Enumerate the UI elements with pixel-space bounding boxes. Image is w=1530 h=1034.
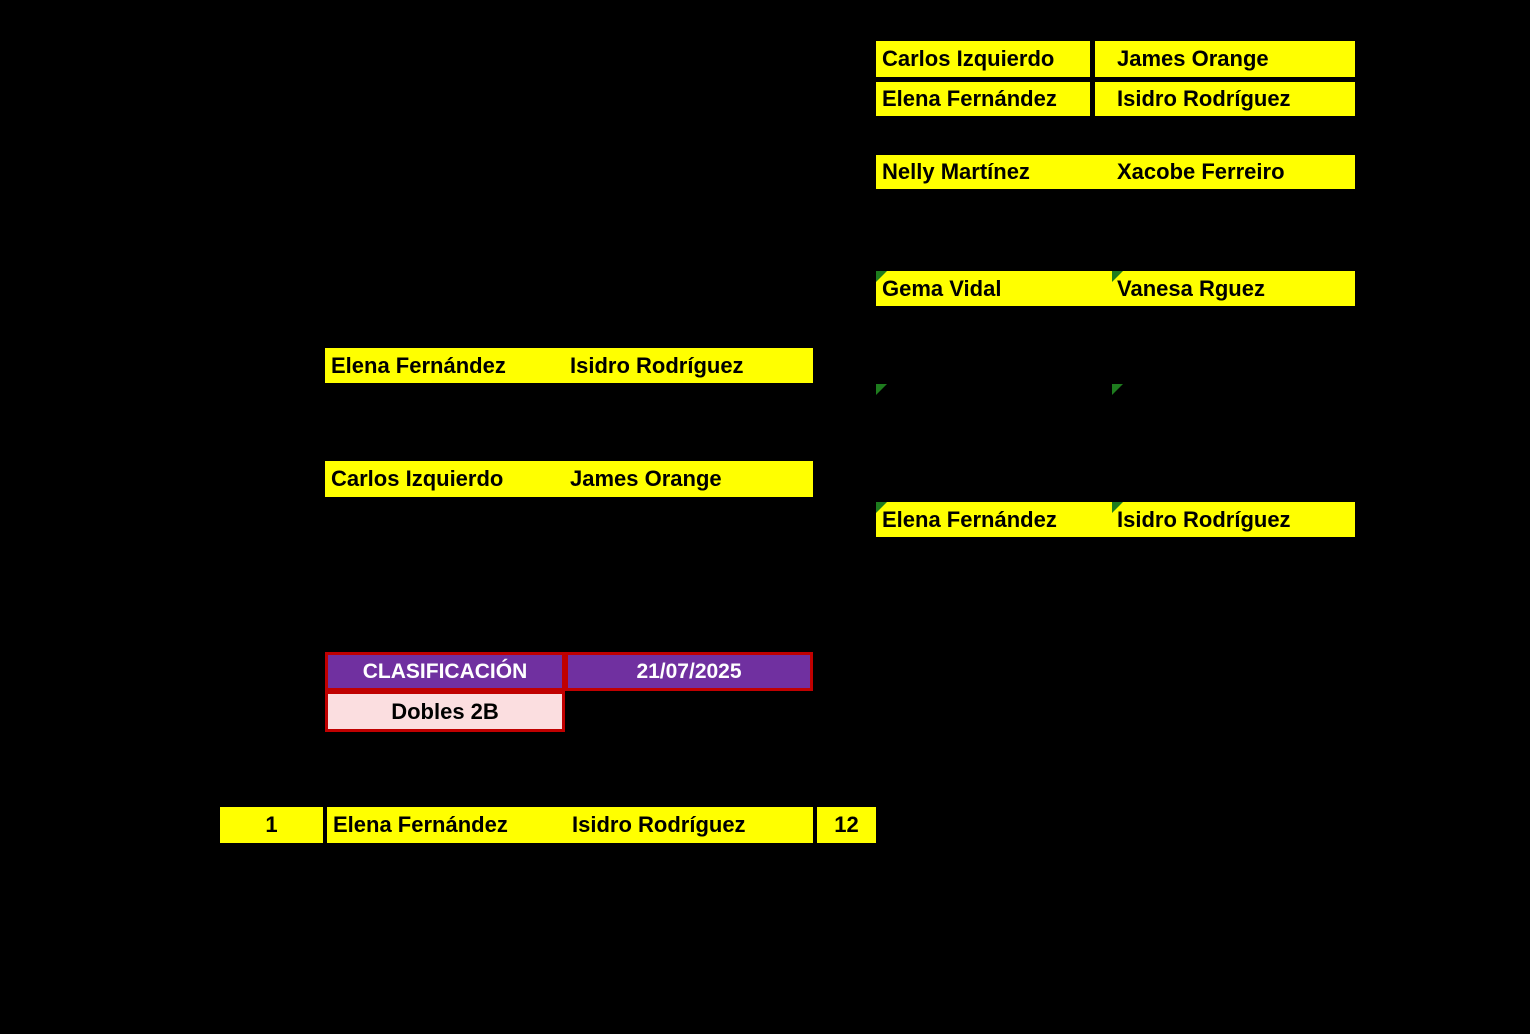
error-indicator-icon bbox=[1112, 502, 1123, 513]
classification-date: 21/07/2025 bbox=[636, 659, 742, 683]
final-pair-row-1-cell[interactable]: Carlos Izquierdo James Orange bbox=[876, 41, 1355, 77]
player-name: Elena Fernández bbox=[333, 812, 508, 837]
bracket-pair-cell[interactable]: Elena Fernández Isidro Rodríguez bbox=[876, 502, 1355, 537]
error-indicator-icon bbox=[876, 271, 887, 282]
player-name: Isidro Rodríguez bbox=[572, 812, 746, 837]
error-indicator-icon bbox=[1112, 384, 1123, 395]
player-name: Elena Fernández bbox=[882, 506, 1057, 532]
player-name: Isidro Rodríguez bbox=[1117, 506, 1291, 532]
standings-rank-cell[interactable]: 1 bbox=[220, 807, 323, 843]
standings-pair-cell[interactable]: Elena Fernández Isidro Rodríguez bbox=[327, 807, 813, 843]
final-pair-row-2-cell[interactable]: Elena Fernández Isidro Rodríguez bbox=[876, 82, 1355, 116]
player-name: Gema Vidal bbox=[882, 275, 1002, 301]
error-indicator-icon bbox=[876, 384, 887, 395]
player-name: Carlos Izquierdo bbox=[331, 466, 504, 491]
classification-title-cell[interactable]: CLASIFICACIÓN bbox=[325, 652, 565, 691]
player-name: Isidro Rodríguez bbox=[570, 352, 744, 378]
category-label: Dobles 2B bbox=[391, 698, 499, 724]
classification-title: CLASIFICACIÓN bbox=[362, 659, 528, 683]
player-name: Isidro Rodríguez bbox=[1117, 86, 1291, 111]
player-name: James Orange bbox=[1117, 46, 1269, 71]
error-indicator-icon bbox=[1112, 271, 1123, 282]
bracket-pair-cell[interactable]: Nelly Martínez Xacobe Ferreiro bbox=[876, 155, 1355, 189]
error-indicator-icon bbox=[876, 502, 887, 513]
classification-date-cell[interactable]: 21/07/2025 bbox=[565, 652, 813, 691]
standings-points-cell[interactable]: 12 bbox=[817, 807, 876, 843]
rank-value: 1 bbox=[265, 812, 278, 837]
player-name: Carlos Izquierdo bbox=[882, 46, 1055, 71]
cell-border-divider bbox=[1090, 41, 1095, 77]
category-cell[interactable]: Dobles 2B bbox=[325, 691, 565, 732]
cell-border-line bbox=[876, 77, 1355, 82]
player-name: Vanesa Rguez bbox=[1117, 275, 1265, 301]
cell-border-divider bbox=[1090, 82, 1095, 116]
player-name: Elena Fernández bbox=[331, 352, 506, 378]
player-name: Xacobe Ferreiro bbox=[1117, 159, 1285, 184]
bracket-pair-cell[interactable]: Carlos Izquierdo James Orange bbox=[325, 461, 813, 497]
player-name: James Orange bbox=[570, 466, 722, 491]
bracket-pair-cell[interactable]: Elena Fernández Isidro Rodríguez bbox=[325, 348, 813, 383]
player-name: Nelly Martínez bbox=[882, 159, 1030, 184]
bracket-pair-cell[interactable]: Gema Vidal Vanesa Rguez bbox=[876, 271, 1355, 306]
points-value: 12 bbox=[834, 812, 859, 837]
player-name: Elena Fernández bbox=[882, 86, 1057, 111]
